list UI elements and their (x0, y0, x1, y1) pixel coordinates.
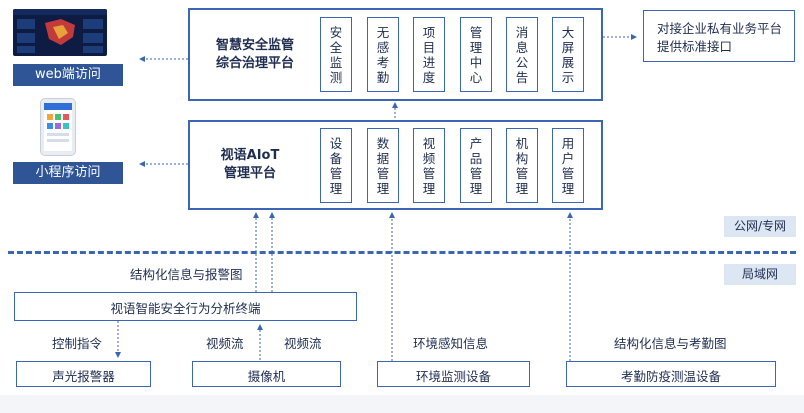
public-network-tag: 公网/专网 (724, 216, 796, 237)
smart-safety-platform-title: 智慧安全监管 综合治理平台 (200, 37, 310, 73)
aiot-platform-title: 视语AIoT 管理平台 (200, 147, 300, 183)
module-message-notice: 消息公告 (506, 17, 538, 92)
camera-device-label: 摄像机 (247, 369, 286, 384)
attendance-temp-device-label: 考勤防疫测温设备 (620, 369, 721, 384)
alarm-device (16, 361, 151, 387)
mobile-phone-icon (40, 98, 76, 156)
control-command-label: 控制指令 (52, 336, 103, 351)
module-user-management: 用户管理 (552, 128, 584, 203)
module-big-screen: 大屏展示 (552, 17, 584, 92)
module-contactless-attendance: 无感考勤 (367, 17, 399, 92)
footer-band (0, 395, 804, 413)
module-video-management: 视频管理 (413, 128, 445, 203)
video-stream-label-2: 视频流 (284, 336, 322, 351)
mini-program-access-label: 小程序访问 (13, 162, 123, 184)
external-line1: 对接企业私有业务平台 (657, 21, 783, 36)
video-stream-label-1: 视频流 (206, 336, 244, 351)
external-line2: 提供标准接口 (657, 39, 733, 54)
module-org-management: 机构管理 (506, 128, 538, 203)
env-monitor-device (377, 361, 530, 387)
aiot-title-line2: 管理平台 (223, 166, 276, 181)
web-access-label: web端访问 (13, 64, 123, 86)
ai-behavior-analysis-terminal (14, 292, 357, 321)
web-dashboard-screen-icon (13, 9, 107, 56)
module-management-center: 管理中心 (460, 17, 492, 92)
network-divider (8, 251, 796, 254)
lan-tag: 局域网 (724, 264, 796, 285)
smart-safety-title-line2: 综合治理平台 (215, 56, 294, 71)
terminal-label: 视语智能安全行为分析终端 (110, 301, 261, 316)
module-safety-monitoring: 安全监测 (320, 17, 352, 92)
env-info-label: 环境感知信息 (413, 336, 489, 351)
module-product-management: 产品管理 (460, 128, 492, 203)
alarm-device-label: 声光报警器 (52, 369, 115, 384)
env-monitor-device-label: 环境监测设备 (415, 369, 491, 384)
external-business-platform (643, 10, 795, 62)
camera-device (192, 361, 341, 387)
module-data-management: 数据管理 (367, 128, 399, 203)
smart-safety-title-line1: 智慧安全监管 (215, 38, 294, 53)
module-device-management: 设备管理 (320, 128, 352, 203)
aiot-title-line1: 视语AIoT (220, 148, 280, 163)
attendance-info-label: 结构化信息与考勤图 (614, 336, 727, 351)
structured-alarm-label: 结构化信息与报警图 (130, 267, 243, 282)
module-project-progress: 项目进度 (413, 17, 445, 92)
attendance-temp-device (566, 361, 776, 387)
